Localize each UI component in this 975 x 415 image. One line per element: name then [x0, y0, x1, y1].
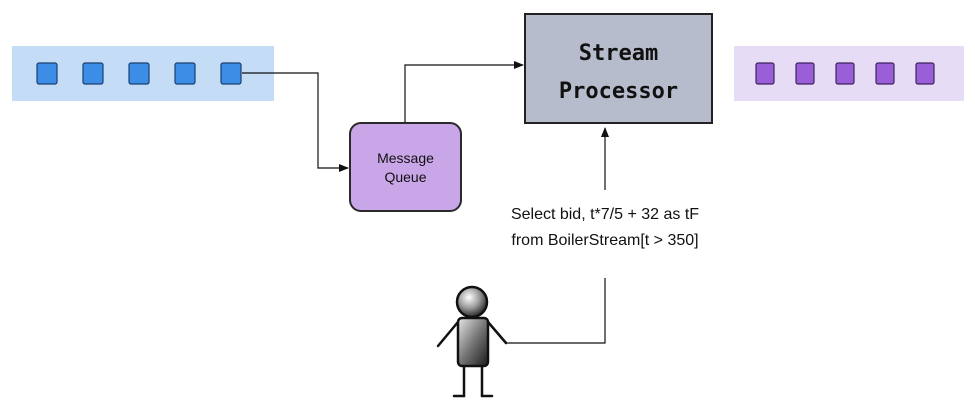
input-stream-item [128, 62, 150, 85]
user-to-query-line [505, 278, 606, 344]
output-stream-item [875, 62, 895, 85]
input-stream-items [36, 62, 242, 85]
message-queue-box [349, 122, 462, 212]
input-stream [12, 46, 274, 101]
input-stream-item [174, 62, 196, 85]
input-stream-item [220, 62, 242, 85]
output-stream [734, 46, 964, 101]
query-line1: Select bid, t*7/5 + 32 as tF [511, 206, 699, 223]
message-queue: Message Queue [349, 122, 462, 212]
output-stream-item [915, 62, 935, 85]
message-queue-label-line1: Message [377, 150, 434, 166]
input-to-queue-arrow [242, 72, 349, 172]
output-stream-items [755, 62, 935, 85]
stream-processor-label-line1: Stream [579, 41, 658, 66]
stream-processor-label-line2: Processor [559, 79, 678, 104]
output-stream-item [835, 62, 855, 85]
output-stream-item [755, 62, 775, 85]
input-stream-item [36, 62, 58, 85]
stream-processor-box [524, 13, 713, 124]
query: Select bid, t*7/5 + 32 as tF from Boiler… [511, 206, 699, 249]
connectors [242, 61, 609, 344]
output-stream-item [795, 62, 815, 85]
query-line2: from BoilerStream[t > 350] [511, 232, 698, 249]
stream-processor: Stream Processor [524, 13, 713, 124]
queue-to-processor-arrow [404, 61, 524, 123]
person-icon [436, 285, 508, 398]
message-queue-label-line2: Queue [384, 169, 426, 185]
input-stream-item [82, 62, 104, 85]
